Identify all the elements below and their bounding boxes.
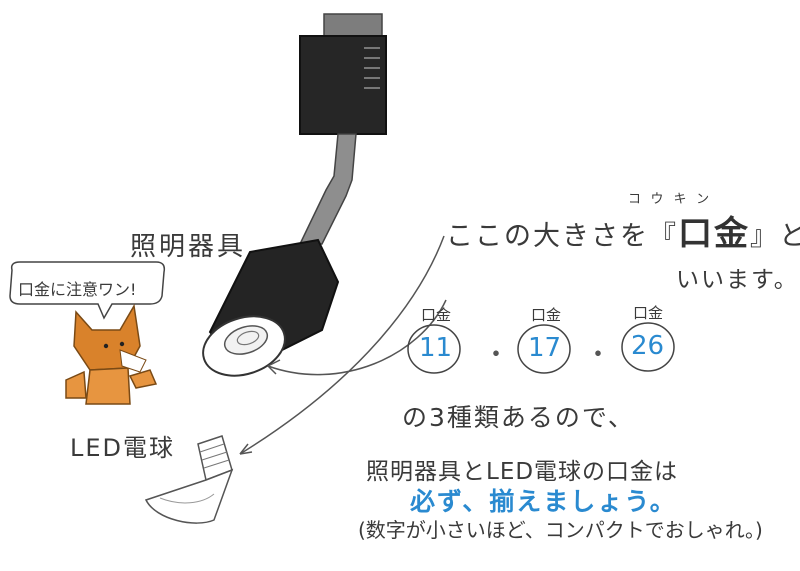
separator-dot: ・ xyxy=(483,340,510,370)
base-type-label: 口金 xyxy=(531,306,562,324)
pointer-arrow-to-socket xyxy=(267,299,447,376)
explanation-post: 』と xyxy=(750,221,800,252)
explanation-line-2: いいます。 xyxy=(676,267,799,293)
pointer-arrow-to-bulb xyxy=(239,235,445,455)
emphasis-sentence: 必ず、揃えましょう。 xyxy=(410,487,677,516)
base-circles xyxy=(407,322,675,374)
led-bulb-label: LED電球 xyxy=(70,434,176,462)
three-types-sentence: の3種類あるので、 xyxy=(402,403,635,432)
fox-character xyxy=(65,303,158,405)
match-sentence: 照明器具とLED電球の口金は xyxy=(366,459,679,485)
keyword-kuchigane: 口金 xyxy=(678,214,750,254)
base-type-label: 口金 xyxy=(421,306,452,324)
base-type-value: 26 xyxy=(631,331,665,361)
base-type-value: 11 xyxy=(419,333,453,363)
explanation-pre: ここの大きさを『 xyxy=(446,221,678,252)
track-light-fixture xyxy=(202,13,387,377)
kana-reading: コウキン xyxy=(628,192,720,207)
base-type-value: 17 xyxy=(528,333,562,363)
separator-dot: ・ xyxy=(585,340,612,370)
fixture-label: 照明器具 xyxy=(130,232,247,262)
explanation-line-1: ここの大きさを『口金』と xyxy=(446,206,800,255)
base-type-label: 口金 xyxy=(633,304,664,322)
speech-bubble-text: 口金に注意ワン! xyxy=(18,280,137,299)
speech-bubble xyxy=(9,261,166,320)
compact-note: (数字が小さいほど、コンパクトでおしゃれ。) xyxy=(358,518,763,542)
led-bulb xyxy=(144,435,234,524)
